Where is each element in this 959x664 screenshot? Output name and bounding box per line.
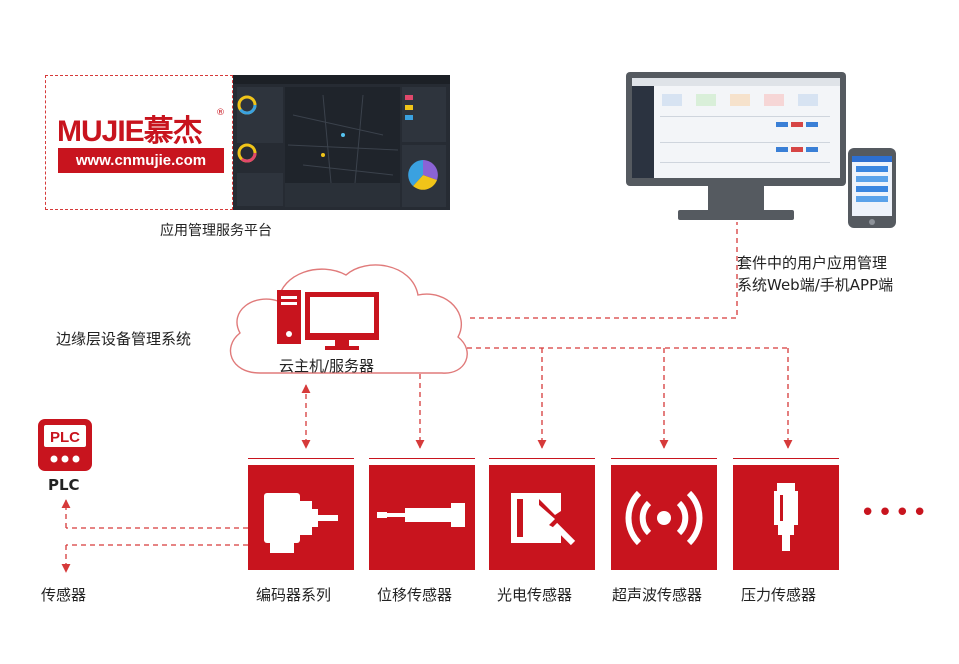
- brand-url: www.cnmujie.com: [58, 148, 224, 173]
- user-apps-caption-1: 套件中的用户应用管理: [737, 254, 888, 272]
- plc-icon-text: PLC: [50, 429, 80, 446]
- device-label-displacement: 位移传感器: [377, 586, 453, 604]
- plc-icon: PLC: [38, 419, 92, 471]
- brand-logo: MUJIE慕杰: [57, 115, 203, 148]
- user-apps-caption-2: 系统Web端/手机APP端: [737, 276, 894, 294]
- ultrasonic-sensor-icon: [625, 490, 703, 546]
- logo-frame: [45, 75, 233, 210]
- mobile-phone-icon: [848, 148, 896, 228]
- registered-mark: ®: [216, 108, 225, 118]
- encoder-icon: [264, 493, 338, 553]
- cloud-to-web-line: [470, 222, 738, 319]
- device-label-ultrasonic: 超声波传感器: [612, 586, 703, 604]
- device-label-photoelectric: 光电传感器: [497, 586, 573, 604]
- photoelectric-sensor-icon: [511, 493, 576, 546]
- web-monitor-icon: [626, 72, 846, 220]
- server-label: 云主机/服务器: [279, 357, 375, 375]
- displacement-sensor-icon: [377, 503, 465, 527]
- device-label-pressure: 压力传感器: [741, 586, 817, 604]
- device-label-encoder: 编码器系列: [256, 586, 332, 604]
- more-devices-ellipsis: ••••: [860, 498, 930, 528]
- edge-system-label: 边缘层设备管理系统: [56, 330, 192, 348]
- platform-caption: 应用管理服务平台: [160, 223, 272, 239]
- pressure-sensor-icon: [774, 483, 798, 551]
- sensor-label: 传感器: [41, 586, 87, 604]
- server-icon: [277, 290, 379, 350]
- dashboard-screenshot: [233, 75, 450, 210]
- plc-label: PLC: [48, 476, 80, 494]
